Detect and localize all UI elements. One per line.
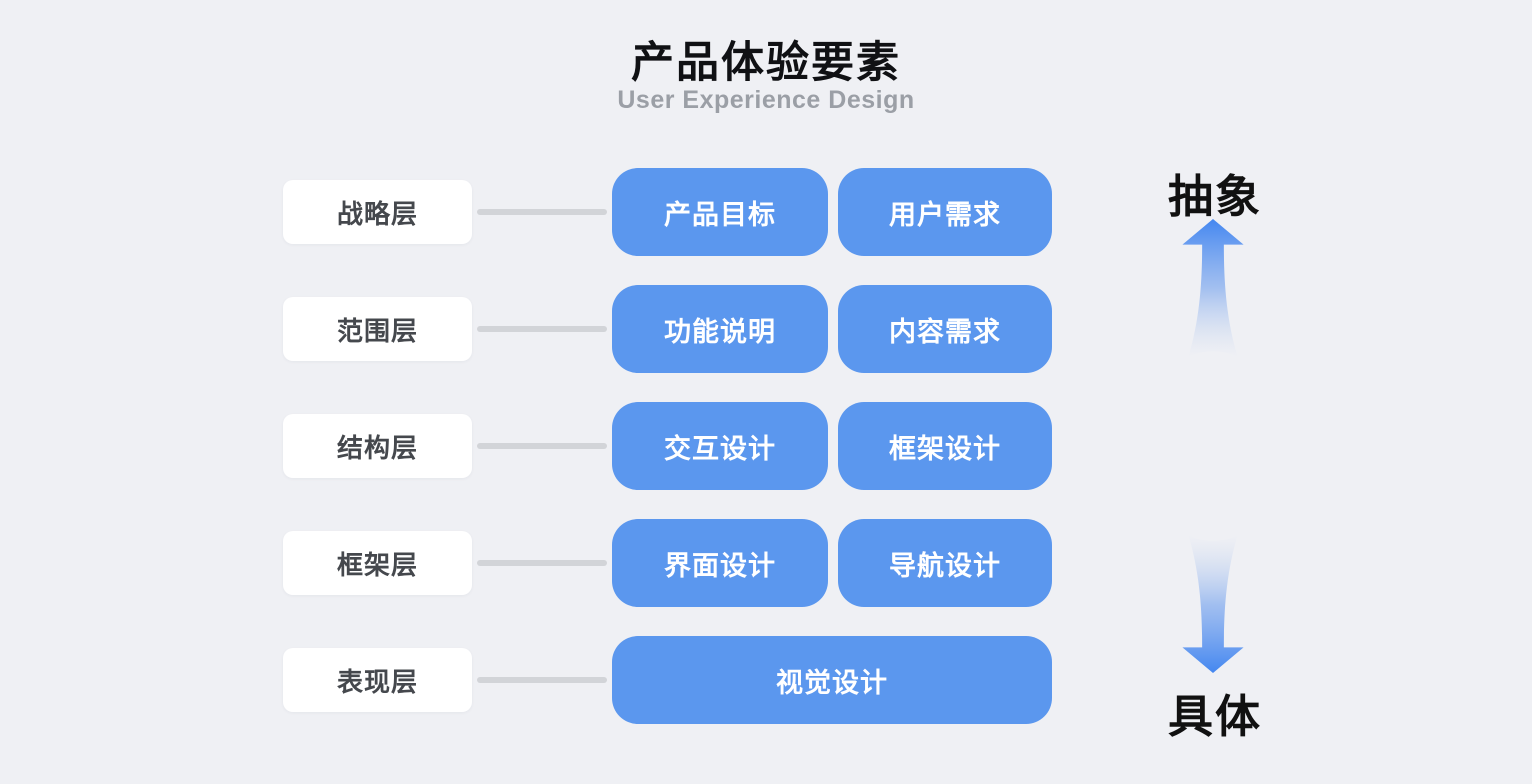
axis-label-abstract: 抽象 bbox=[1167, 171, 1262, 222]
connector-line bbox=[477, 677, 607, 683]
connector-line bbox=[477, 443, 607, 449]
layer-label-strategy: 战略层 bbox=[283, 180, 472, 244]
card-interaction-design: 交互设计 bbox=[612, 402, 828, 490]
layer-label-structure: 结构层 bbox=[283, 414, 472, 478]
card-navigation-design: 导航设计 bbox=[838, 519, 1052, 607]
layer-label-scope: 范围层 bbox=[283, 297, 472, 361]
card-functional-specs: 功能说明 bbox=[612, 285, 828, 373]
layer-label-skeleton: 框架层 bbox=[283, 531, 472, 595]
layer-row-strategy: 战略层 产品目标 用户需求 bbox=[0, 168, 1100, 256]
page-subtitle: User Experience Design bbox=[617, 86, 915, 114]
card-visual-design: 视觉设计 bbox=[612, 636, 1052, 724]
axis-label-concrete: 具体 bbox=[1167, 691, 1262, 742]
page-title: 产品体验要素 bbox=[631, 39, 901, 87]
layer-row-surface: 表现层 视觉设计 bbox=[0, 636, 1100, 724]
arrow-up-icon bbox=[1182, 219, 1244, 358]
layer-label-text: 结构层 bbox=[336, 432, 418, 463]
card-interface-design: 界面设计 bbox=[612, 519, 828, 607]
layer-label-text: 表现层 bbox=[336, 666, 418, 697]
layer-row-structure: 结构层 交互设计 框架设计 bbox=[0, 402, 1100, 490]
arrow-down-icon bbox=[1182, 534, 1244, 673]
connector-line bbox=[477, 326, 607, 332]
layer-label-text: 战略层 bbox=[336, 198, 418, 229]
card-content-requirements: 内容需求 bbox=[838, 285, 1052, 373]
card-user-needs: 用户需求 bbox=[838, 168, 1052, 256]
layer-row-scope: 范围层 功能说明 内容需求 bbox=[0, 285, 1100, 373]
layer-label-surface: 表现层 bbox=[283, 648, 472, 712]
layer-label-text: 框架层 bbox=[336, 549, 418, 580]
layer-label-text: 范围层 bbox=[336, 315, 418, 346]
connector-line bbox=[477, 209, 607, 215]
card-product-goals: 产品目标 bbox=[612, 168, 828, 256]
card-framework-design: 框架设计 bbox=[838, 402, 1052, 490]
connector-line bbox=[477, 560, 607, 566]
layer-row-skeleton: 框架层 界面设计 导航设计 bbox=[0, 519, 1100, 607]
